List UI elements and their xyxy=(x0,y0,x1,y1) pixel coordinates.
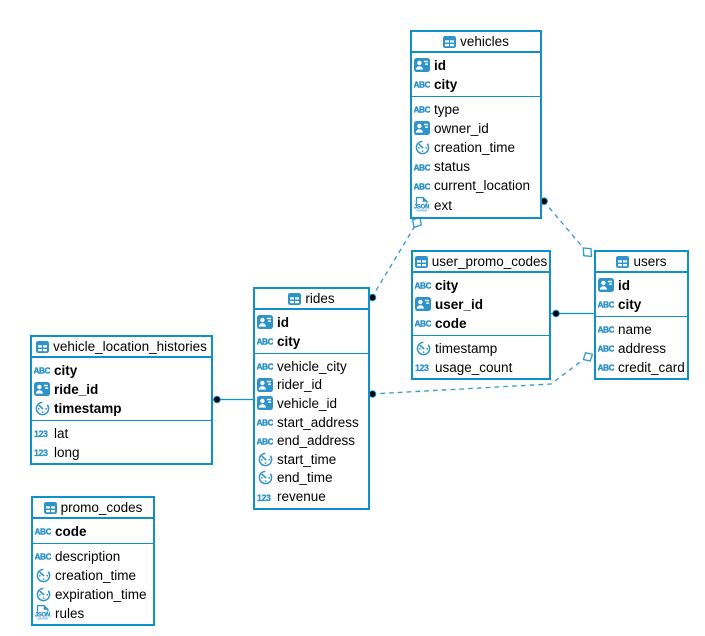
svg-text:ABC: ABC xyxy=(415,281,431,291)
svg-text:123: 123 xyxy=(257,492,271,501)
svg-text:ABC: ABC xyxy=(414,181,430,191)
svg-text:JSON: JSON xyxy=(414,204,429,211)
svg-text:JSON: JSON xyxy=(35,612,50,619)
svg-text:ABC: ABC xyxy=(257,337,273,347)
svg-text:ABC: ABC xyxy=(34,366,50,376)
svg-text:ABC: ABC xyxy=(415,319,431,329)
svg-text:ABC: ABC xyxy=(598,363,614,373)
svg-text:ABC: ABC xyxy=(598,344,614,354)
svg-text:ABC: ABC xyxy=(35,527,51,537)
svg-text:123: 123 xyxy=(34,429,48,438)
svg-text:123: 123 xyxy=(415,363,429,372)
svg-text:ABC: ABC xyxy=(35,552,51,562)
svg-text:ABC: ABC xyxy=(257,418,273,428)
svg-text:ABC: ABC xyxy=(414,80,430,90)
svg-text:123: 123 xyxy=(34,448,48,457)
svg-text:ABC: ABC xyxy=(257,436,273,446)
svg-text:ABC: ABC xyxy=(598,325,614,335)
svg-text:ABC: ABC xyxy=(598,300,614,310)
svg-text:ABC: ABC xyxy=(414,105,430,115)
svg-text:ABC: ABC xyxy=(414,162,430,172)
svg-text:ABC: ABC xyxy=(257,362,273,372)
